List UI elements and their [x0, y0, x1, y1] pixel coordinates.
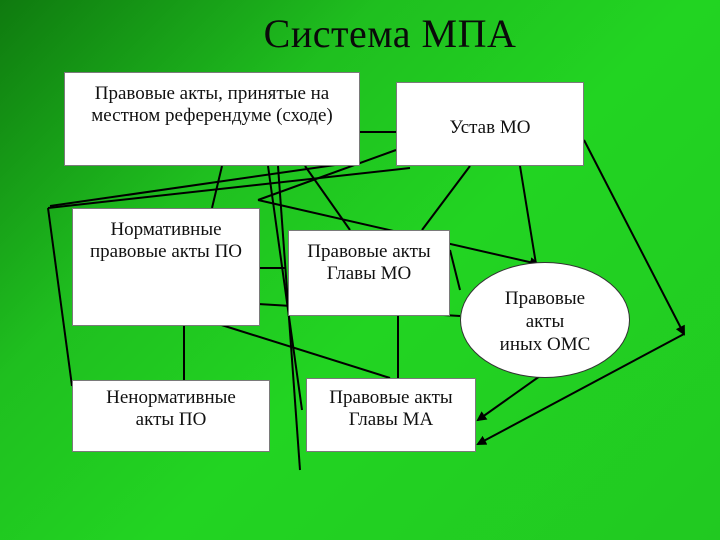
line-referendum-glava-ma — [267, 165, 303, 411]
arrow-right-to-glava-ma — [476, 333, 685, 445]
box-ustav-mo: Устав МО — [396, 82, 584, 166]
arrow-ustav-right — [583, 139, 685, 336]
line-ustav-left — [47, 167, 411, 209]
line-normative-glava-ma — [211, 321, 391, 379]
page-title: Система МПА — [263, 11, 517, 56]
line-left-vertical — [47, 207, 73, 387]
line-referendum-normative — [211, 165, 223, 209]
arrow-inye-to-glava-ma — [476, 375, 541, 422]
box-glava-mo: Правовые акты Главы МО — [288, 230, 450, 316]
line-referendum-nenorm — [277, 165, 301, 471]
line-ustav-normative — [257, 149, 397, 201]
line-ustav-inye-oms — [519, 165, 537, 265]
box-referendum-acts: Правовые акты, принятые на местном рефер… — [64, 72, 360, 166]
line-glava-mo-inye — [449, 249, 461, 291]
box-normative-po: Нормативные правовые акты ПО — [72, 208, 260, 326]
arrow-left-to-referendum — [49, 158, 358, 207]
box-nenormativnye-po: Ненормативные акты ПО — [72, 380, 270, 452]
box-glava-ma: Правовые акты Главы МА — [306, 378, 476, 452]
line-ustav-glava-mo — [421, 165, 471, 231]
ellipse-inye-oms: Правовые акты иных ОМС — [460, 262, 630, 378]
